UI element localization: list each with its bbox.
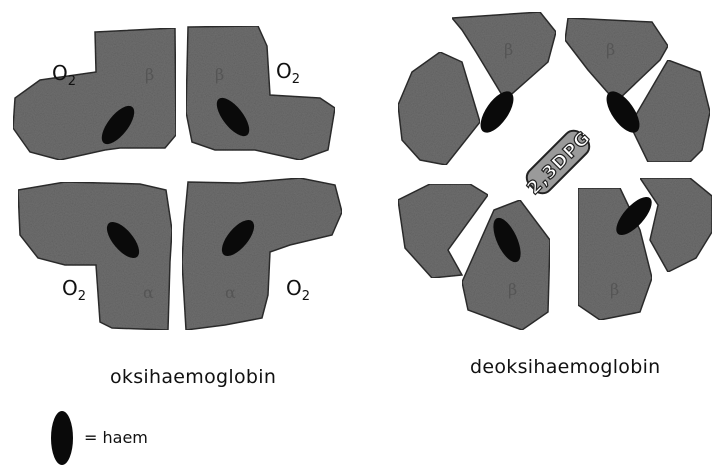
deoxy-subunit-letter: β (606, 40, 615, 59)
haem-legend-label: = haem (84, 428, 148, 447)
deoxy-subunit-bl-inner (462, 200, 550, 330)
oxy-subunit-top-left (13, 28, 176, 160)
oxyhaemoglobin-diagram: β β α α O2 O2 O2 O2 (13, 26, 342, 330)
oxy-subunit-bottom-left (18, 182, 172, 330)
o2-subscript: 2 (68, 74, 76, 89)
oxyhaemoglobin-caption: oksihaemoglobin (110, 366, 276, 388)
oxy-subunit-letter: α (143, 283, 154, 302)
o2-label-top-left: O2 (52, 61, 76, 89)
o2-letter: O (276, 59, 292, 83)
o2-letter: O (286, 276, 302, 300)
o2-subscript: 2 (292, 72, 300, 87)
oxy-subunit-bottom-right (182, 178, 342, 330)
oxy-subunit-letter: β (145, 65, 154, 84)
oxy-subunit-letter: α (225, 283, 236, 302)
o2-letter: O (52, 61, 68, 85)
o2-label-bottom-right: O2 (286, 276, 310, 304)
haem-ellipse-icon (51, 411, 73, 465)
deoxy-subunit-letter: β (508, 280, 517, 299)
o2-label-bottom-left: O2 (62, 276, 86, 304)
o2-subscript: 2 (302, 289, 310, 304)
o2-subscript: 2 (78, 289, 86, 304)
deoxy-subunit-tl-outer (398, 52, 480, 165)
o2-letter: O (62, 276, 78, 300)
oxy-subunit-top-right (186, 26, 335, 160)
o2-label-top-right: O2 (276, 59, 300, 87)
deoxyhaemoglobin-caption: deoksihaemoglobin (470, 356, 661, 378)
deoxy-subunit-br-outer (640, 178, 712, 272)
deoxyhaemoglobin-diagram: β β β β 2,3DPG (398, 12, 712, 330)
deoxy-subunit-letter: β (610, 280, 619, 299)
oxy-subunit-letter: β (215, 65, 224, 84)
deoxy-subunit-letter: β (504, 40, 513, 59)
